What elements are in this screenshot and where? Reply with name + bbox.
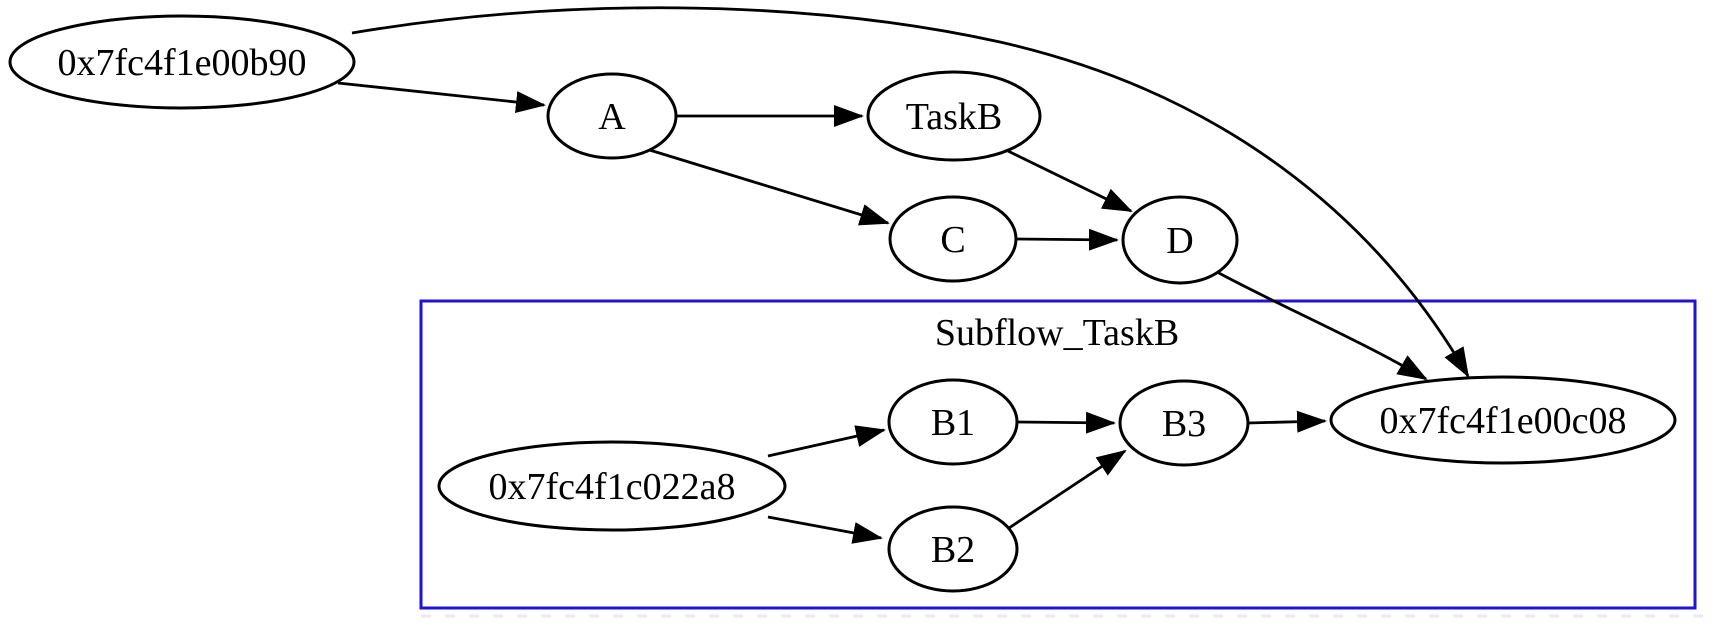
node-label-D: D	[1166, 220, 1193, 262]
edges-layer	[337, 6, 1470, 544]
edge-B3-to-c08	[1247, 410, 1327, 433]
subflow-cluster: Subflow_TaskB	[419, 299, 1705, 618]
node-label-B2: B2	[931, 529, 975, 571]
node-ellipse-C	[888, 195, 1018, 283]
node-label-c08: 0x7fc4f1e00c08	[1380, 400, 1627, 442]
node-ellipse-B2	[887, 505, 1019, 593]
node-label-A: A	[598, 96, 626, 138]
subflow-cluster-box	[419, 299, 1697, 610]
subflow-cluster-label: Subflow_TaskB	[935, 312, 1179, 354]
node-label-TaskB: TaskB	[906, 96, 1003, 138]
node-ellipse-c08	[1329, 375, 1677, 465]
node-label-B3: B3	[1162, 403, 1206, 445]
edge-B2-to-B3	[1008, 449, 1127, 530]
node-ellipse-a8	[437, 440, 787, 532]
node-label-a8: 0x7fc4f1c022a8	[489, 466, 736, 508]
node-ellipse-TaskB	[866, 70, 1042, 162]
edge-b90-to-A	[337, 81, 546, 113]
edge-C-to-D	[1015, 228, 1119, 251]
edge-b90-to-c08	[351, 6, 1470, 378]
edge-a8-to-B2	[767, 515, 883, 544]
node-ellipse-A	[546, 72, 678, 160]
edge-B1-to-B3	[1016, 411, 1116, 434]
edge-a8-to-B1	[767, 425, 886, 458]
node-ellipse-B1	[887, 378, 1019, 466]
node-label-C: C	[940, 219, 965, 261]
node-label-b90: 0x7fc4f1e00b90	[57, 42, 306, 84]
node-label-B1: B1	[931, 402, 975, 444]
node-ellipse-b90	[8, 14, 356, 110]
edge-A-to-C	[642, 146, 890, 226]
edge-D-to-c08	[1216, 270, 1428, 381]
node-ellipse-B3	[1118, 379, 1250, 467]
node-ellipse-D	[1121, 195, 1239, 285]
edge-TaskB-to-D	[1007, 149, 1133, 213]
